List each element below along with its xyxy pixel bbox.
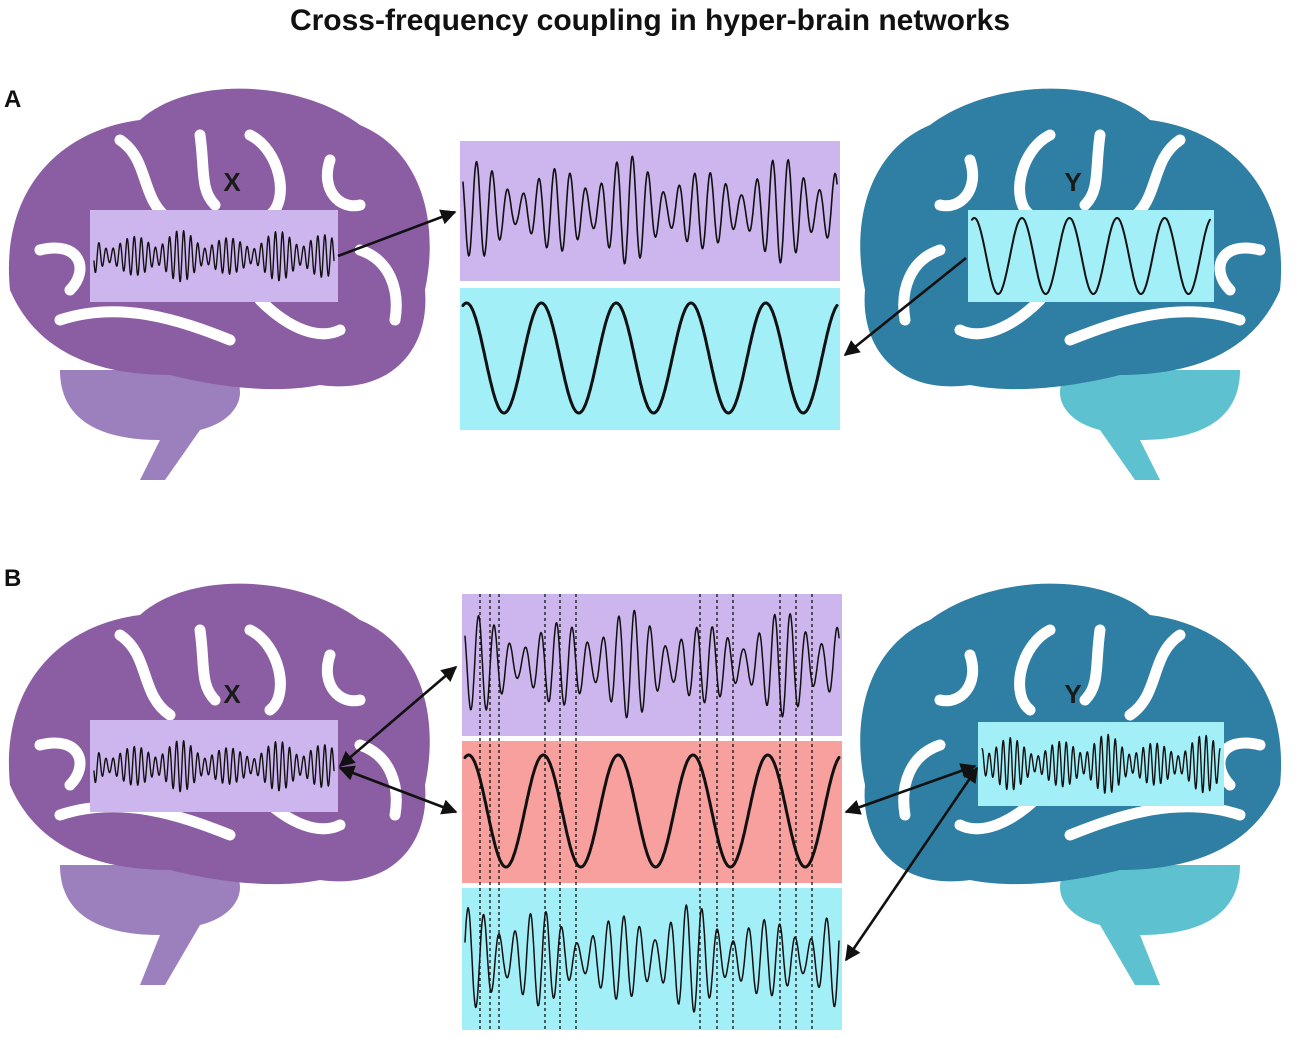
cerebellum-y-b [1060,865,1240,985]
arrow-y-to-bottom-a [843,256,967,357]
brain-label-x-b: X [223,679,241,709]
figure-title: Cross-frequency coupling in hyper-brain … [290,4,1010,37]
fissure-y-a [898,129,1266,346]
brain-y-a: Y [860,88,1282,480]
center-wave-middle-b [463,753,841,869]
center-box-bottom-b [462,888,842,1030]
center-box-top-a [460,141,840,281]
arrow-x-to-top-a [337,209,457,258]
arrow-x-top-b [338,665,458,768]
signal-wave-y-a [971,217,1211,295]
panel-a: A X Y [4,86,1282,480]
cerebellum-x-b [60,865,240,985]
brain-y-b: Y [860,583,1282,985]
cerebellum-x-a [60,370,240,480]
panel-letter-a: A [4,86,21,113]
center-wave-top-a [462,155,838,265]
cerebellum-y-a [1060,370,1240,480]
brain-x-a: X [8,88,430,480]
arrow-x-middle-b [338,765,458,815]
brain-label-x-a: X [223,167,241,197]
arrow-y-bottom-b [844,766,979,962]
panel-letter-b: B [4,565,21,592]
panel-b: B X Y [4,565,1282,1030]
brain-x-b: X [8,583,430,985]
brain-label-y-a: Y [1064,167,1081,197]
signal-wave-x-a [93,230,335,283]
center-wave-top-b [464,609,840,719]
center-wave-bottom-a [461,301,839,415]
signal-wave-x-b [93,740,335,793]
brain-label-y-b: Y [1064,679,1081,709]
alignment-lines-b [479,594,813,1030]
center-box-top-b [462,594,842,736]
center-wave-bottom-b [464,904,840,1013]
signal-wave-y-b [981,733,1221,794]
